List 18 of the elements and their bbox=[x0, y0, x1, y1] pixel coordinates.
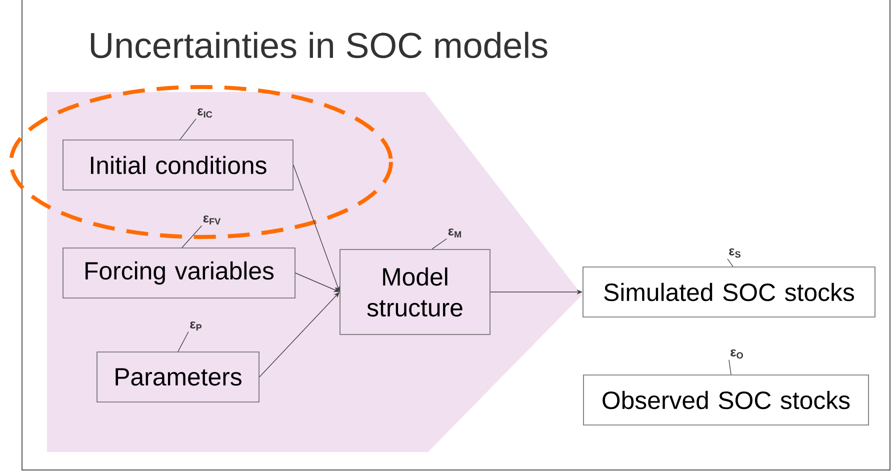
error-symbol: ε$_{IC}$ bbox=[198, 108, 212, 118]
error-symbol: ε$_{P}$ bbox=[190, 321, 202, 331]
process-box: Observed SOC stocks bbox=[583, 374, 869, 426]
leader-line bbox=[432, 238, 448, 250]
leader-line bbox=[728, 359, 732, 375]
title: Uncertainties in SOC models bbox=[90, 32, 548, 58]
error-symbol: ε$_{FV}$ bbox=[203, 215, 221, 225]
error-symbol: ε$_{M}$ bbox=[448, 228, 461, 238]
leader-line bbox=[178, 331, 189, 352]
process-box: Simulated SOC stocks bbox=[582, 266, 876, 318]
error-symbol: ε$_{S}$ bbox=[729, 248, 740, 258]
leader-line bbox=[727, 258, 734, 267]
process-box: Model structure bbox=[340, 249, 490, 335]
leader-line bbox=[180, 118, 196, 140]
process-box: Parameters bbox=[96, 352, 260, 402]
process-box: Initial conditions bbox=[62, 140, 294, 190]
error-symbol: ε$_{O}$ bbox=[730, 349, 743, 359]
process-box: Forcing variables bbox=[62, 248, 296, 298]
